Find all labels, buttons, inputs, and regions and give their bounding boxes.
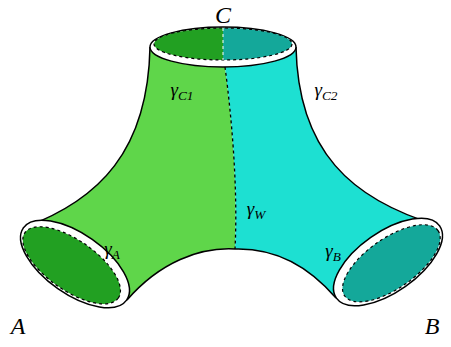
body-outline <box>296 47 440 226</box>
boundary-disk <box>11 212 133 318</box>
symbol: C <box>215 2 231 28</box>
boundary-name: B <box>425 314 440 338</box>
curve-label: γB <box>325 241 341 264</box>
boundary-name: A <box>11 314 26 338</box>
boundary-disk <box>330 210 451 316</box>
body-outline <box>127 249 336 300</box>
boundary-disk <box>154 28 223 60</box>
curve-label: γC2 <box>314 80 337 103</box>
body-outline <box>23 47 150 228</box>
symbol: γ <box>247 198 255 219</box>
cut-curve <box>225 67 236 249</box>
cut-curve <box>223 28 224 60</box>
cuff-band <box>6 203 144 324</box>
symbol: γ <box>325 240 333 261</box>
symbol: γ <box>314 79 322 100</box>
symbol: B <box>425 313 440 339</box>
curve-label: γA <box>104 239 120 262</box>
symbol: γ <box>104 238 112 259</box>
subscript: A <box>112 247 120 262</box>
symbol: A <box>11 313 26 339</box>
boundary-disk <box>223 28 292 60</box>
symbol: γ <box>170 79 178 100</box>
subscript: W <box>254 207 265 222</box>
curve-label: γC1 <box>170 80 193 103</box>
boundary-name: C <box>215 3 231 27</box>
subscript: C2 <box>322 88 338 103</box>
curve-label: γW <box>247 199 266 222</box>
subscript: C1 <box>178 88 194 103</box>
cuff-band <box>150 27 296 67</box>
subscript: B <box>333 249 341 264</box>
boundary-curve <box>154 28 292 60</box>
cuff-band <box>319 201 451 322</box>
